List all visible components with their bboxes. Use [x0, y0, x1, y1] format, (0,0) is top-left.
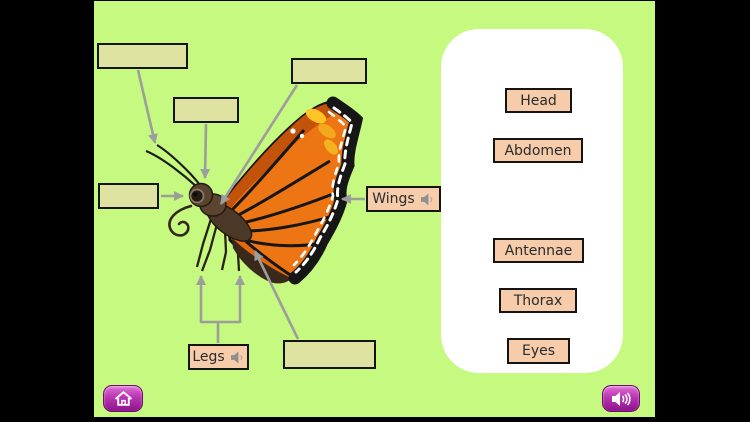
placed-label-wings[interactable]: Wings	[366, 186, 441, 212]
home-icon	[114, 391, 132, 406]
speaker-muted-icon	[420, 192, 433, 206]
word-bank-item-head[interactable]: Head	[505, 88, 572, 113]
placed-label-text: Legs	[192, 349, 225, 365]
word-bank-item-eyes[interactable]: Eyes	[507, 338, 570, 364]
sound-button[interactable]	[602, 385, 640, 412]
empty-label-slot[interactable]	[283, 340, 376, 369]
empty-label-slot[interactable]	[97, 43, 188, 69]
placed-label-legs[interactable]: Legs	[188, 344, 249, 370]
empty-label-slot[interactable]	[98, 183, 159, 209]
speaker-loud-icon	[612, 391, 631, 406]
home-button[interactable]	[103, 385, 143, 412]
word-bank-item-thorax[interactable]: Thorax	[499, 288, 577, 313]
word-bank-panel	[441, 29, 623, 373]
placed-label-text: Wings	[372, 191, 415, 207]
empty-label-slot[interactable]	[291, 58, 367, 84]
speaker-muted-icon	[230, 350, 242, 364]
word-bank-item-abdomen[interactable]: Abdomen	[493, 138, 583, 163]
empty-label-slot[interactable]	[173, 97, 239, 123]
word-bank-item-antennae[interactable]: Antennae	[493, 238, 584, 263]
